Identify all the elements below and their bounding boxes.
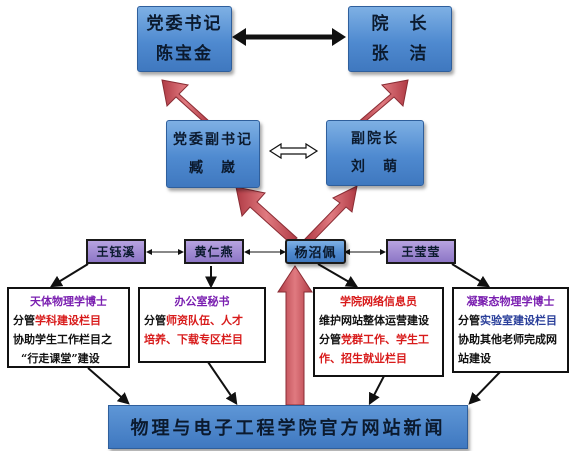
deputy-secretary-node: 党委副书记 臧 崴 [166,120,260,188]
deputy-secretary-title: 党委副书记 [173,132,253,148]
dean-name: 张 洁 [371,44,429,64]
connector-wang-to-astro [49,263,89,288]
task-box-network: 学院网络信息员 维护网站整体运营建设 分管党群工作、学生工 作、招生就业栏目 [313,287,444,377]
astro-line1-highlight: 学科建设栏目 [35,314,101,327]
connector-wangying-to-condensed [451,263,491,288]
network-line1: 维护网站整体运营建设 [319,314,429,327]
secretary-name: 陈宝金 [156,44,213,64]
double-arrow-wang-huang [146,249,184,255]
office-line2: 培养、下载专区栏目 [144,333,243,346]
dean-node: 院 长 张 洁 [348,6,452,72]
person-wang-yuxi: 王钰溪 [86,239,146,264]
dean-title: 院 长 [371,14,429,34]
red-arrow-news-to-yang [277,265,313,406]
person-huang-renyan: 黄仁燕 [184,239,244,264]
double-arrow-huang-yang [244,249,286,255]
hollow-double-arrow-deputies [268,142,319,160]
red-arrow-yang-to-deputy-secretary [235,186,298,244]
condensed-title: 凝聚态物理学博士 [466,295,555,308]
connector-office-to-news [207,361,238,405]
person-yang-zhaopei: 杨沼佩 [285,239,346,264]
deputy-dean-node: 副院长 刘 萌 [326,120,424,186]
network-line2-prefix: 分管 [319,333,341,346]
condensed-line1-prefix: 分管 [458,314,480,327]
astro-title: 天体物理学博士 [30,295,107,308]
connector-network-to-news [368,375,385,406]
connector-condensed-to-news [468,371,501,405]
network-title: 学院网络信息员 [340,295,417,308]
red-arrow-yang-to-deputy-dean [304,185,358,244]
network-line2-highlight: 党群工作、学生工 [341,333,429,346]
network-line3: 作、招生就业栏目 [319,352,407,365]
double-arrow-secretary-dean [232,28,346,46]
red-arrow-deputy-dean-to-dean [356,79,409,127]
person-wang-yingying: 王莹莹 [386,239,456,264]
condensed-line3: 站建设 [458,352,491,365]
red-arrow-deputy-secretary-to-secretary [161,79,210,125]
office-line1-prefix: 分管 [144,314,166,327]
task-box-office: 办公室秘书 分管师资队伍、人才 培养、下载专区栏目 [138,287,266,363]
office-title: 办公室秘书 [174,295,230,308]
task-box-condensed: 凝聚态物理学博士 分管实验室建设栏目 协助其他老师完成网 站建设 [452,287,569,373]
double-arrow-yang-wangying [344,249,386,255]
deputy-dean-name: 刘 萌 [351,159,399,175]
office-line1-highlight: 师资队伍、人才 [166,314,243,327]
deputy-dean-title: 副院长 [351,131,399,147]
secretary-node: 党委书记 陈宝金 [137,6,232,72]
official-news-box: 物理与电子工程学院官方网站新闻 [108,405,468,449]
deputy-secretary-name: 臧 崴 [189,160,237,176]
condensed-line1-highlight: 实验室建设栏目 [480,314,557,327]
astro-line3: “行走课堂”建设 [21,352,100,365]
secretary-title: 党委书记 [146,14,223,34]
astro-line1-prefix: 分管 [13,314,35,327]
condensed-line2: 协助其他老师完成网 [458,333,557,346]
task-box-astro: 天体物理学博士 分管学科建设栏目 协助学生工作栏目之 “行走课堂”建设 [7,287,130,368]
connector-astro-to-news [87,367,130,405]
connector-yang-to-network [317,263,359,288]
astro-line2: 协助学生工作栏目之 [13,333,112,346]
